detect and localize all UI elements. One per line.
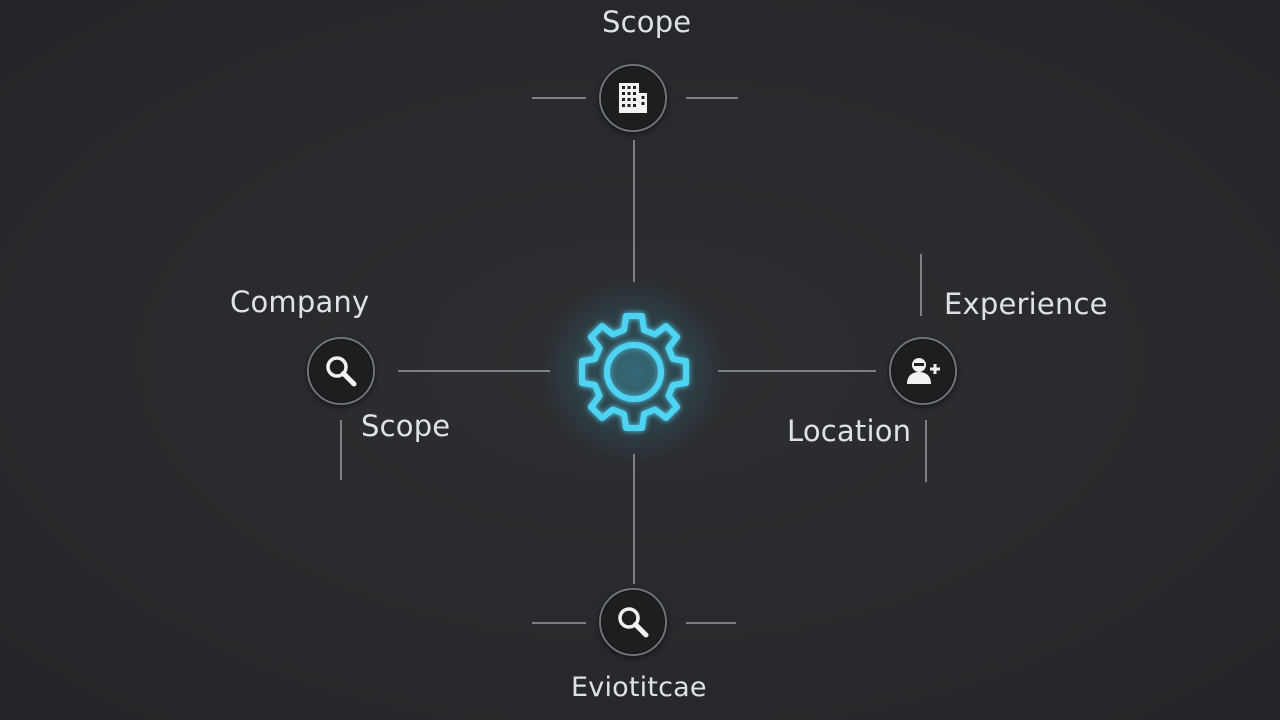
search-icon [326, 356, 357, 387]
label-left-scope: Scope [361, 409, 451, 443]
label-company: Company [230, 285, 370, 319]
user-add-icon [907, 358, 940, 384]
search-icon [618, 607, 649, 638]
label-experience: Experience [944, 287, 1108, 321]
top-node-stroke-right [686, 97, 738, 99]
bottom-node-stroke-left [532, 622, 586, 624]
connector-left [398, 370, 550, 372]
top-node-stroke-left [532, 97, 586, 99]
label-top: Scope [602, 5, 692, 39]
right-node[interactable] [889, 337, 957, 405]
left-node-stroke [340, 420, 342, 480]
right-node-stroke-lower [925, 420, 927, 482]
label-bottom: Eviotitcae [571, 672, 707, 703]
top-node[interactable] [599, 64, 667, 132]
gear-icon [579, 313, 689, 431]
right-node-stroke-upper [920, 254, 922, 316]
label-location: Location [787, 414, 912, 448]
connector-top [633, 140, 635, 282]
connector-bottom [633, 454, 635, 584]
building-icon [619, 83, 647, 113]
bottom-node[interactable] [599, 588, 667, 656]
connector-right [718, 370, 876, 372]
bottom-node-stroke-right [686, 622, 736, 624]
left-node[interactable] [307, 337, 375, 405]
hub-glow [540, 278, 728, 466]
hub-node[interactable] [568, 306, 700, 438]
